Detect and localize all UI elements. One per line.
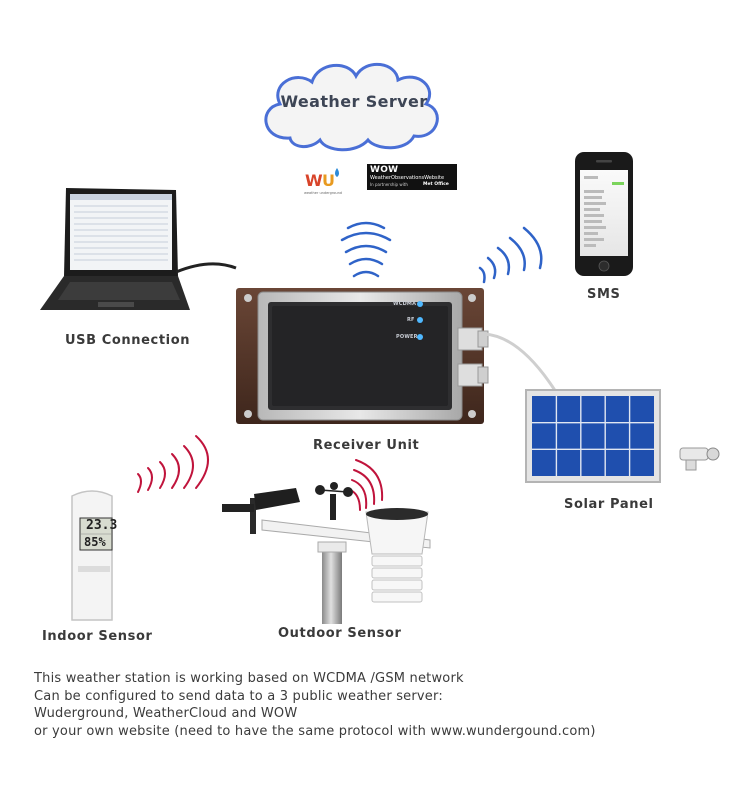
wow-logo-partner: In partnership with <box>370 182 408 187</box>
cloud-shape <box>264 62 439 152</box>
outdoor-sensor <box>222 482 431 624</box>
outdoor-signal-arcs <box>349 459 384 511</box>
svg-text:weather underground: weather underground <box>304 191 342 195</box>
indoor-display-humidity: 85% <box>84 535 106 549</box>
led-label-power: POWER <box>396 334 418 340</box>
caption-line: or your own website (need to have the sa… <box>34 723 596 739</box>
weather-server-title: Weather Server <box>280 92 428 111</box>
server-signal-arcs <box>340 221 392 278</box>
indoor-display-temp: 23.3 <box>86 518 118 533</box>
led-label-wcdma: WCDMA <box>393 301 417 307</box>
connector-plug <box>679 447 720 471</box>
usb-cable <box>175 262 237 274</box>
svg-text:U: U <box>322 171 335 190</box>
outdoor-sensor-label: Outdoor Sensor <box>278 626 402 641</box>
sms-label: SMS <box>587 287 621 302</box>
wow-logo-subtitle: WeatherObservationsWebsite <box>370 175 445 181</box>
usb-connection-label: USB Connection <box>65 333 191 348</box>
svg-text:W: W <box>305 171 323 190</box>
receiver-unit <box>236 288 489 424</box>
sms-signal-arcs <box>478 226 543 284</box>
indoor-signal-arcs <box>137 435 209 493</box>
description-caption: This weather station is working based on… <box>34 670 596 740</box>
solar-panel <box>525 389 661 483</box>
caption-line: This weather station is working based on… <box>34 671 464 686</box>
wow-logo-brand: Met Office <box>423 182 449 187</box>
wu-logo: W U weather underground <box>300 166 350 195</box>
indoor-sensor <box>71 490 113 621</box>
wow-logo: WOW WeatherObservationsWebsite In partne… <box>367 164 457 190</box>
led-label-rf: RF <box>407 317 415 323</box>
caption-line: Wuderground, WeatherCloud and WOW <box>34 706 298 721</box>
receiver-unit-label: Receiver Unit <box>313 438 420 453</box>
wow-logo-title: WOW <box>370 165 399 175</box>
solar-cable <box>483 332 558 393</box>
indoor-sensor-label: Indoor Sensor <box>42 629 153 644</box>
caption-line: Can be configured to send data to a 3 pu… <box>34 688 443 704</box>
phone <box>575 152 633 276</box>
solar-panel-label: Solar Panel <box>564 497 654 512</box>
laptop <box>40 188 190 310</box>
